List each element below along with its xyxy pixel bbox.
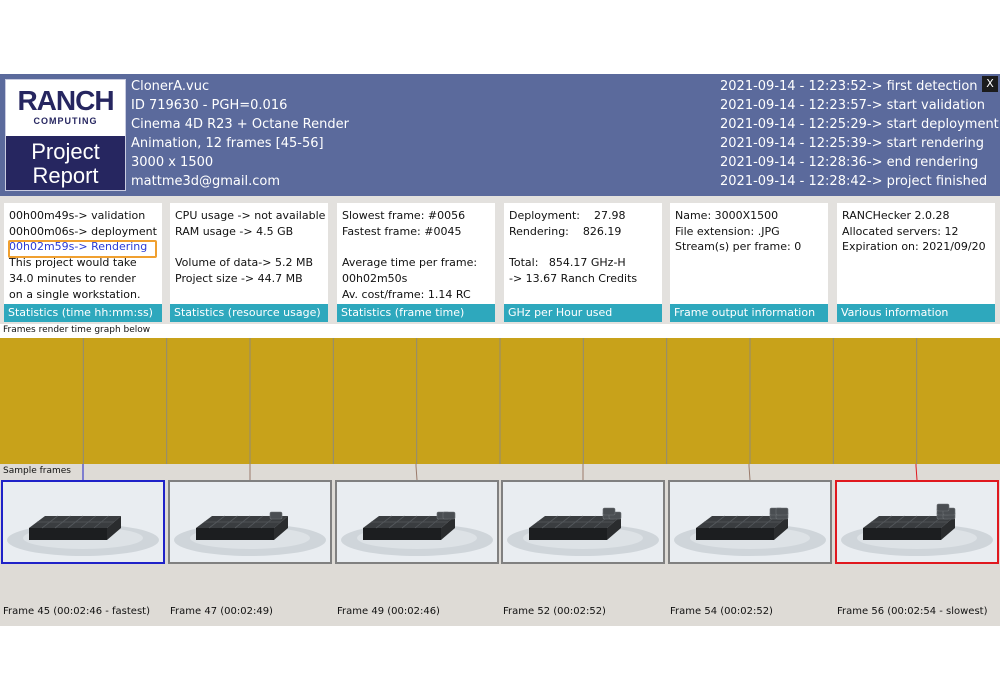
graph-bar-frame-54 — [750, 343, 834, 464]
sample-frame-thumbnail[interactable] — [1, 480, 165, 564]
expiration-date: Expiration on: 2021/09/20 — [842, 240, 986, 254]
output-extension: File extension: .JPG — [675, 224, 780, 238]
render-preview-image — [337, 482, 497, 562]
graph-bar-frame-46 — [83, 346, 167, 464]
timeline-project-finished: 2021-09-14 - 12:28:42-> project finished — [720, 174, 988, 189]
average-cost: Av. cost/frame: 1.14 RC — [342, 287, 471, 301]
render-time-graph — [0, 338, 1000, 464]
fastest-frame: Fastest frame: #0045 — [342, 224, 462, 238]
render-time-chart — [0, 338, 1000, 464]
graph-bar-frame-45 — [0, 347, 84, 464]
card-footer-time: Statistics (time hh:mm:ss) — [4, 304, 162, 322]
timeline-start-validation: 2021-09-14 - 12:23:57-> start validation — [720, 98, 986, 113]
graph-bar-frame-52 — [583, 343, 667, 464]
graph-bar-frame-47 — [166, 345, 250, 464]
graph-bar-frame-56 — [916, 342, 1000, 464]
statistics-cards: 00h00m49s-> validation 00h00m06s-> deploy… — [0, 196, 1000, 324]
render-preview-image — [670, 482, 830, 562]
graph-bar-frame-50 — [416, 345, 500, 464]
card-footer-various: Various information — [837, 304, 995, 322]
sample-frame-label: Frame 52 (00:02:52) — [503, 606, 606, 617]
rendering-ghz: Rendering: 826.19 — [509, 224, 622, 238]
render-preview-image — [503, 482, 663, 562]
frame-connectors — [82, 464, 918, 481]
sample-frame-thumbnail[interactable] — [501, 480, 665, 564]
render-preview-image — [837, 482, 997, 562]
sample-frame-label: Frame 54 (00:02:52) — [670, 606, 773, 617]
workstation-note-line3: on a single workstation. — [9, 287, 141, 301]
frame-connector-line — [415, 464, 418, 481]
output-name: Name: 3000X1500 — [675, 209, 779, 222]
allocated-servers: Allocated servers: 12 — [842, 224, 959, 238]
project-file-name: ClonerA.vuc — [131, 79, 210, 94]
sample-frame-thumbnail[interactable] — [168, 480, 332, 564]
timeline-start-deployment: 2021-09-14 - 12:25:29-> start deployment — [720, 117, 999, 132]
deployment-time: 00h00m06s-> deployment — [9, 224, 157, 238]
graph-bar-frame-48 — [250, 345, 334, 464]
slowest-frame: Slowest frame: #0056 — [342, 209, 466, 222]
sample-frame-thumbnail[interactable] — [835, 480, 999, 564]
sample-frames-area: Sample frames Frame 45 (00:02:46 - faste… — [0, 464, 1000, 626]
render-preview-image — [3, 482, 163, 562]
report-header: RANCH COMPUTING Project Report ClonerA.v… — [0, 74, 1000, 196]
logo-sub-text: COMPUTING — [33, 116, 98, 126]
graph-caption: Frames render time graph below — [3, 325, 151, 335]
logo-brand-text: RANCH — [17, 85, 114, 116]
project-software: Cinema 4D R23 + Octane Render — [131, 117, 349, 132]
workstation-note-line2: 34.0 minutes to render — [9, 271, 136, 285]
project-frames: Animation, 12 frames [45-56] — [131, 136, 324, 151]
sample-frame-label: Frame 49 (00:02:46) — [337, 606, 440, 617]
graph-bar-frame-49 — [333, 347, 417, 464]
card-footer-resource: Statistics (resource usage) — [170, 304, 328, 322]
timeline-first-detection: 2021-09-14 - 12:23:52-> first detection — [720, 79, 978, 94]
data-volume: Volume of data-> 5.2 MB — [175, 256, 313, 270]
deployment-ghz: Deployment: 27.98 — [509, 209, 626, 222]
sample-frame-label: Frame 56 (00:02:54 - slowest) — [837, 606, 988, 617]
graph-bar-frame-51 — [500, 344, 584, 464]
graph-bar-frame-55 — [833, 342, 917, 464]
average-time-value: 00h02m50s — [342, 271, 408, 285]
rendering-time: 00h02m59s-> Rendering — [9, 240, 148, 254]
sample-frame-thumbnail[interactable] — [668, 480, 832, 564]
graph-bar-frame-53 — [666, 343, 750, 464]
card-footer-output: Frame output information — [670, 304, 828, 322]
cpu-usage: CPU usage -> not available — [175, 209, 326, 222]
render-preview-image — [170, 482, 330, 562]
project-email: mattme3d@gmail.com — [131, 174, 281, 189]
close-button[interactable]: X — [982, 76, 998, 92]
ranchecker-version: RANCHecker 2.0.28 — [842, 209, 950, 222]
frame-connector-line — [748, 464, 751, 481]
sample-frame-label: Frame 47 (00:02:49) — [170, 606, 273, 617]
project-size: Project size -> 44.7 MB — [175, 271, 303, 285]
validation-time: 00h00m49s-> validation — [9, 209, 146, 222]
average-time-label: Average time per frame: — [342, 256, 478, 270]
ranch-credits: -> 13.67 Ranch Credits — [509, 271, 638, 285]
project-resolution: 3000 x 1500 — [131, 155, 214, 170]
ranch-logo: RANCH COMPUTING Project Report — [5, 79, 126, 191]
workstation-note-line1: This project would take — [9, 256, 137, 270]
output-streams: Stream(s) per frame: 0 — [675, 240, 802, 254]
frame-connector-line — [915, 464, 918, 481]
project-id: ID 719630 - PGH=0.016 — [131, 98, 288, 113]
samples-caption: Sample frames — [3, 466, 71, 476]
ram-usage: RAM usage -> 4.5 GB — [175, 224, 294, 238]
total-ghz: Total: 854.17 GHz-H — [509, 256, 626, 270]
timeline-start-rendering: 2021-09-14 - 12:25:39-> start rendering — [720, 136, 985, 151]
card-footer-ghz: GHz per Hour used — [504, 304, 662, 322]
sample-frame-thumbnail[interactable] — [335, 480, 499, 564]
card-time-statistics: 00h00m49s-> validation 00h00m06s-> deploy… — [4, 203, 162, 322]
card-footer-frame-time: Statistics (frame time) — [337, 304, 495, 322]
report-title: Project Report — [31, 139, 100, 188]
sample-frame-label: Frame 45 (00:02:46 - fastest) — [3, 606, 150, 617]
timeline-end-rendering: 2021-09-14 - 12:28:36-> end rendering — [720, 155, 979, 170]
